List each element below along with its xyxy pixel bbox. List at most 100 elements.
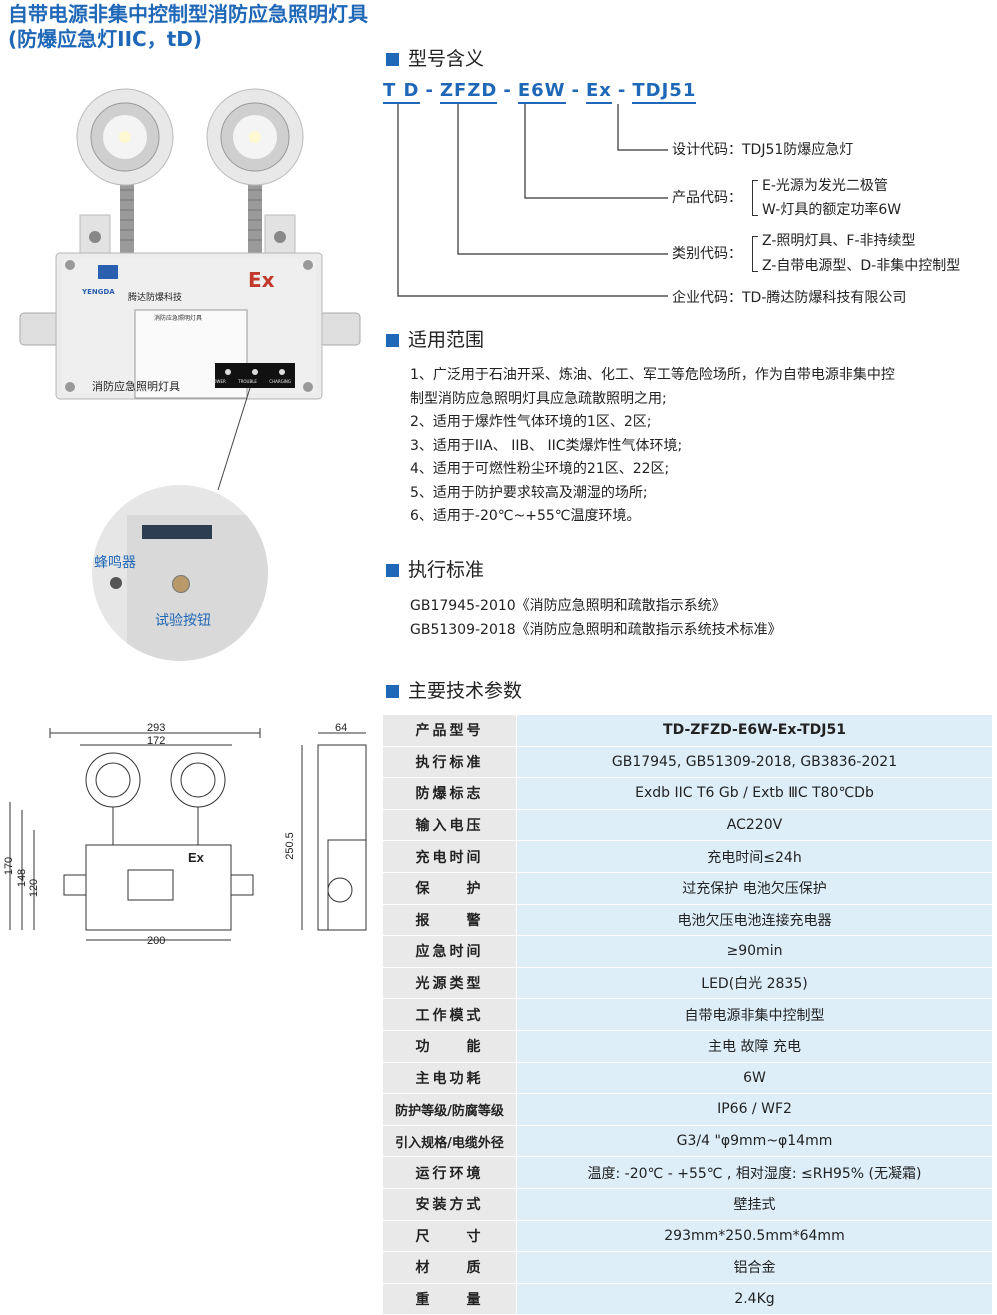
spec-value: 293mm*250.5mm*64mm (516, 1219, 993, 1253)
scope-item: 3、适用于IIA、 IIB、 IIC类爆炸性气体环境; (410, 437, 683, 454)
spec-key: 输入电压 (382, 808, 517, 842)
dim-120: 120 (28, 878, 41, 898)
zoom-detail (92, 485, 268, 661)
code-part-e6w: E6W (517, 80, 566, 104)
test-button (172, 575, 190, 593)
indicator-labels: POWER TROUBLE CHARGING (211, 379, 291, 384)
spec-key: 材 质 (382, 1251, 517, 1284)
spec-key: 执行标准 (382, 745, 517, 779)
drawing-ex-mark: Ex (188, 850, 204, 865)
spec-key: 防护等级/防腐等级 (382, 1093, 517, 1126)
spec-value: GB17945, GB51309-2018, GB3836-2021 (516, 745, 993, 779)
spec-value: 自带电源非集中控制型 (516, 998, 993, 1031)
title-line2: (防爆应急灯IIC，tD) (8, 27, 203, 51)
standard-item: GB51309-2018《消防应急照明和疏散指示系统技术标准》 (410, 622, 782, 638)
dim-170: 170 (3, 856, 16, 876)
code-part-td: T D (383, 80, 420, 104)
category-code-bracket (752, 236, 758, 272)
spec-value: 电池欠压电池连接充电器 (516, 903, 993, 937)
code-part-zfzd: ZFZD (439, 80, 498, 104)
spec-row: 功 能主电 故障 充电 (382, 1029, 993, 1063)
spec-value: 主电 故障 充电 (516, 1029, 993, 1063)
photo-brand-cn: 腾达防爆科技 (128, 293, 183, 303)
design-code: 设计代码：TDJ51防爆应急灯 (672, 142, 854, 158)
detail-indicator-strip (142, 525, 212, 539)
spec-value: G3/4 "φ9mm~φ14mm (516, 1124, 993, 1158)
scope-item: 4、适用于可燃性粉尘环境的21区、22区; (410, 461, 670, 477)
spec-key: 安装方式 (382, 1187, 517, 1221)
spec-value: TD-ZFZD-E6W-Ex-TDJ51 (516, 714, 993, 747)
scope-item: 5、适用于防护要求较高及潮湿的场所; (410, 484, 648, 501)
enterprise-code: 企业代码：TD-腾达防爆科技有限公司 (672, 290, 907, 306)
spec-key: 保 护 (382, 871, 517, 905)
product-code-label: 产品代码： (672, 190, 742, 206)
zoom-pointer-line (217, 387, 251, 491)
spec-value: AC220V (516, 808, 993, 842)
section-scope: 适用范围 (386, 325, 484, 352)
spec-value: Exdb IIC T6 Gb / Extb ⅢC T80℃Db (516, 777, 993, 810)
scope-item: 2、适用于爆炸性气体环境的1区、2区; (410, 414, 652, 430)
spec-value: 2.4Kg (516, 1282, 993, 1315)
dim-64: 64 (335, 722, 348, 734)
photo-nameplate: 消防应急照明灯具 (154, 315, 203, 322)
standard-item: GB17945-2010《消防应急照明和疏散指示系统》 (410, 598, 726, 614)
scope-item: 制型消防应急照明灯具应急疏散照明之用; (410, 390, 667, 407)
section-square-icon (386, 564, 399, 577)
spec-key: 引入规格/电缆外径 (382, 1124, 517, 1158)
product-photo (19, 88, 361, 400)
spec-row: 运行环境温度: -20℃ - +55℃ , 相对湿度: ≤RH95% (无凝霜) (382, 1156, 993, 1189)
indicator-trouble: TROUBLE (238, 379, 257, 384)
spec-key: 报 警 (382, 903, 517, 937)
spec-row: 材 质铝合金 (382, 1251, 993, 1284)
spec-key: 应急时间 (382, 935, 517, 968)
spec-key: 运行环境 (382, 1156, 517, 1189)
spec-value: 6W (516, 1061, 993, 1095)
section-params: 主要技术参数 (386, 676, 522, 703)
dim-148: 148 (16, 868, 29, 888)
photo-ex-mark: Ex (248, 268, 275, 292)
scope-list: 1、广泛用于石油开采、炼油、化工、军工等危险场所，作为自带电源非集中控 制型消防… (410, 364, 895, 529)
spec-value: 铝合金 (516, 1251, 993, 1284)
code-part-ex: Ex (585, 80, 612, 104)
spec-row: 报 警电池欠压电池连接充电器 (382, 903, 993, 937)
section-square-icon (386, 53, 399, 66)
spec-value: 温度: -20℃ - +55℃ , 相对湿度: ≤RH95% (无凝霜) (516, 1156, 993, 1189)
spec-value: 充电时间≤24h (516, 840, 993, 873)
callout-test-button: 试验按钮 (155, 613, 211, 629)
spec-value: ≥90min (516, 935, 993, 968)
scope-item: 6、适用于-20℃~+55℃温度环境。 (410, 508, 641, 524)
spec-value: 壁挂式 (516, 1187, 993, 1221)
callout-buzzer: 蜂鸣器 (94, 555, 136, 571)
dimension-drawing (9, 728, 367, 941)
photo-product-label: 消防应急照明灯具 (92, 380, 180, 393)
spec-value: 过充保护 电池欠压保护 (516, 871, 993, 905)
dim-293: 293 (147, 722, 166, 734)
category-code-line2: Z-自带电源型、D-非集中控制型 (762, 258, 961, 274)
dim-172: 172 (147, 735, 166, 747)
model-code-connector-lines (397, 104, 668, 297)
title-line1: 自带电源非集中控制型消防应急照明灯具 (8, 2, 368, 26)
code-part-tdj51: TDJ51 (632, 80, 697, 104)
spec-key: 产品型号 (382, 714, 517, 747)
standards-list: GB17945-2010《消防应急照明和疏散指示系统》 GB51309-2018… (410, 594, 782, 642)
spec-key: 主电功耗 (382, 1061, 517, 1095)
scope-item: 1、广泛用于石油开采、炼油、化工、军工等危险场所，作为自带电源非集中控 (410, 367, 895, 383)
indicator-charging: CHARGING (269, 379, 291, 384)
dim-250: 250.5 (283, 832, 296, 860)
spec-key: 尺 寸 (382, 1219, 517, 1253)
section-square-icon (386, 685, 399, 698)
spec-key: 防爆标志 (382, 777, 517, 810)
lamp-head-left (76, 88, 174, 186)
spec-row: 充电时间充电时间≤24h (382, 840, 993, 873)
